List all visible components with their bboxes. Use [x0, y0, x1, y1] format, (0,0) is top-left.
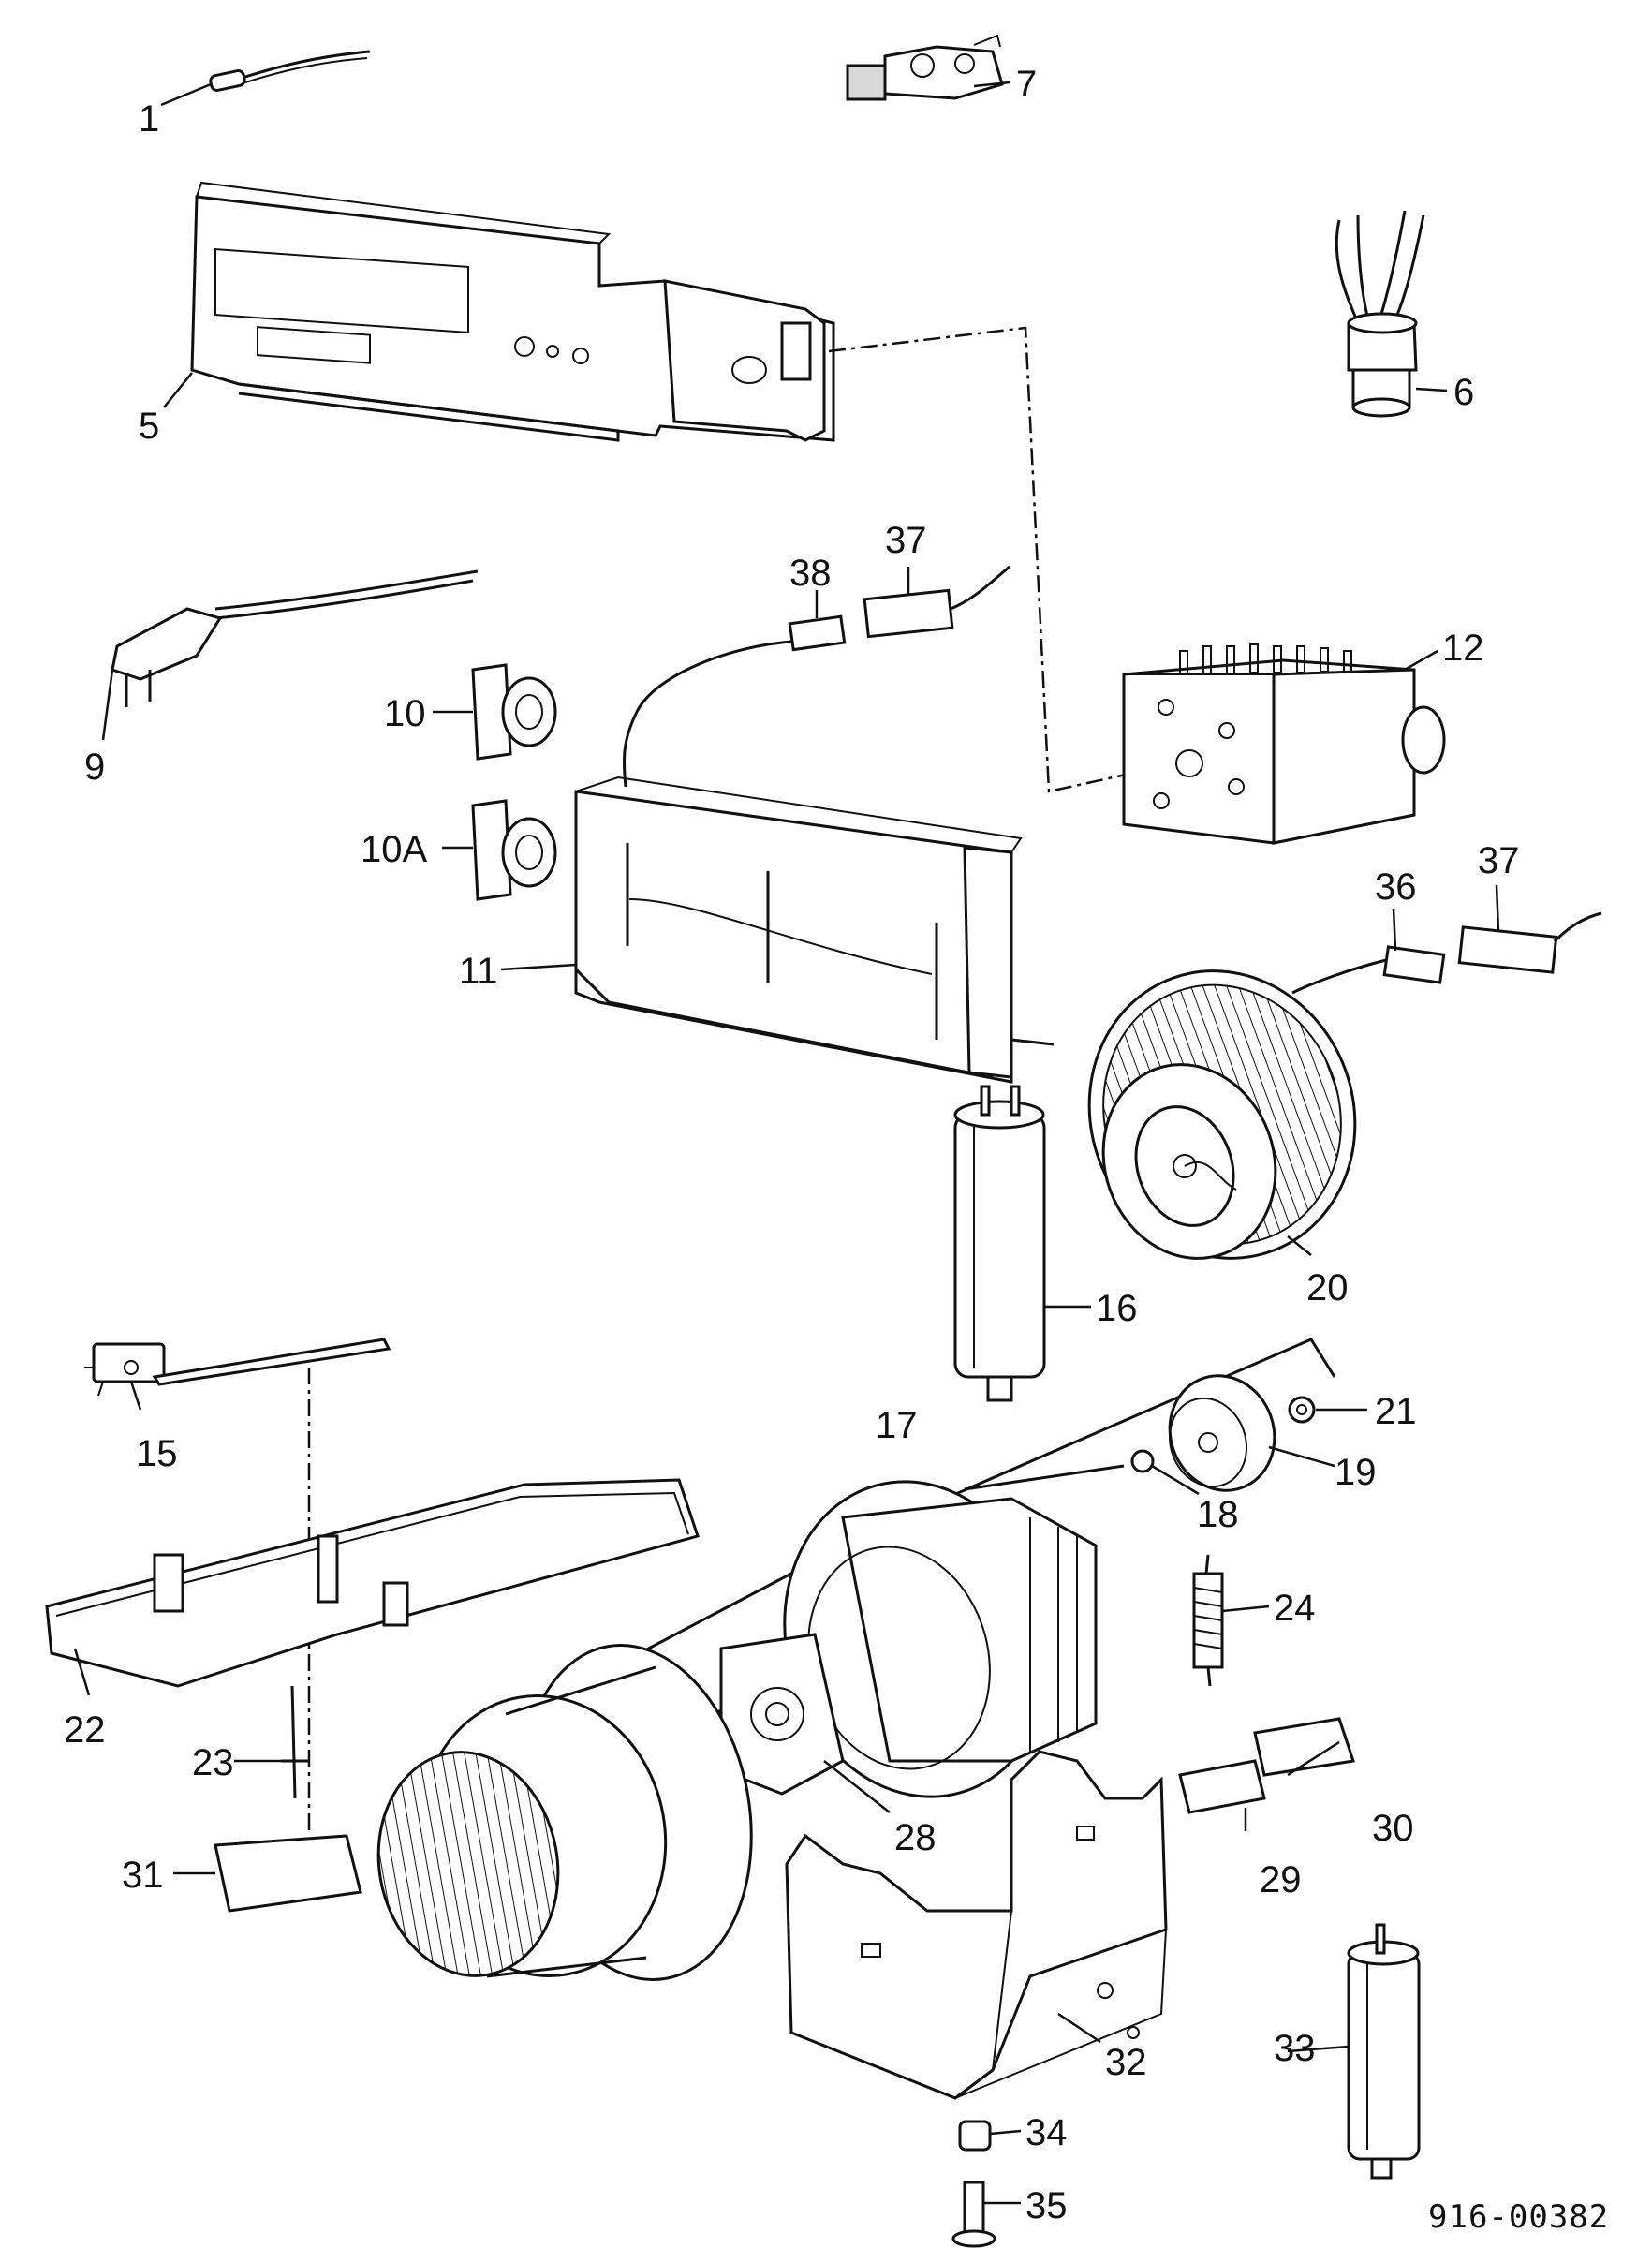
part-22-base-plate	[45, 1478, 700, 1688]
callout-15: 15	[136, 1433, 178, 1474]
callout-29: 29	[1260, 1859, 1302, 1900]
part-19-pulley	[1168, 1374, 1276, 1492]
callout-labels: 1 7 5 6 9 10 10A 11 12 38 37 36 37 20 16…	[64, 64, 1609, 2236]
callout-24: 24	[1274, 1588, 1316, 1629]
part-drum-blower	[376, 1644, 753, 1981]
part-16-capacitor	[953, 1085, 1046, 1402]
part-6-wired-capacitor	[1335, 210, 1425, 418]
part-motor-assembly	[711, 1464, 1125, 1798]
part-9-power-cord-plug	[111, 569, 479, 707]
part-35-screw	[951, 2181, 996, 2248]
part-30-brush-holder	[1253, 1717, 1355, 1777]
part-37-connector-right	[1457, 911, 1602, 974]
part-10a-knob	[471, 799, 557, 901]
part-12-timer	[1122, 643, 1446, 845]
callout-21: 21	[1375, 1391, 1417, 1432]
callout-16: 16	[1096, 1288, 1138, 1329]
callout-22: 22	[64, 1709, 106, 1751]
part-18-washer	[1130, 1449, 1155, 1473]
callout-32: 32	[1105, 2042, 1147, 2083]
callout-20: 20	[1306, 1267, 1349, 1309]
part-34-grommet	[958, 2120, 992, 2152]
leader-lines	[73, 81, 1500, 2205]
callout-17: 17	[876, 1405, 918, 1446]
callout-19: 19	[1335, 1452, 1377, 1493]
part-11-heater-element	[574, 776, 1055, 1084]
callout-11: 11	[459, 951, 498, 992]
callout-36: 36	[1375, 866, 1417, 908]
callout-10: 10	[384, 693, 426, 734]
part-20-blower-wheel	[1087, 969, 1357, 1260]
callout-34: 34	[1025, 2112, 1068, 2153]
callout-31: 31	[122, 1855, 164, 1896]
callout-9: 9	[84, 747, 105, 788]
callout-6: 6	[1453, 372, 1474, 413]
callout-33: 33	[1274, 2028, 1316, 2069]
callout-12: 12	[1442, 628, 1484, 669]
callout-28: 28	[894, 1817, 937, 1858]
callout-1: 1	[139, 98, 159, 140]
callout-23: 23	[192, 1742, 234, 1783]
drawing-number: 916-00382	[1428, 2198, 1609, 2236]
callout-37-right: 37	[1478, 840, 1520, 881]
part-38-connector	[622, 614, 847, 788]
callout-5: 5	[139, 406, 159, 447]
part-5-control-panel-bracket	[190, 181, 835, 442]
callout-37-top: 37	[885, 520, 927, 561]
part-15-micro-switch	[84, 1338, 391, 1397]
part-24-spring	[1192, 1554, 1224, 1687]
callout-30: 30	[1372, 1808, 1414, 1849]
part-36-connector	[1291, 945, 1446, 995]
part-21-nut	[1288, 1396, 1316, 1424]
part-37-connector-top	[863, 565, 1010, 639]
part-32-motor-cradle	[785, 1750, 1168, 2100]
callout-18: 18	[1197, 1494, 1239, 1535]
callout-38: 38	[789, 553, 832, 594]
part-1-sensor-probe	[209, 50, 371, 92]
part-31-foam-pad	[214, 1834, 362, 1913]
callout-7: 7	[1016, 64, 1037, 105]
part-29-brush-holder	[1178, 1759, 1266, 1814]
part-23-fastener	[281, 1685, 309, 1799]
part-33-capacitor	[1347, 1923, 1421, 2180]
callout-10a: 10A	[361, 829, 427, 870]
part-10-knob	[471, 663, 557, 761]
callout-35: 35	[1025, 2185, 1068, 2226]
part-7-switch-block	[846, 34, 1004, 101]
